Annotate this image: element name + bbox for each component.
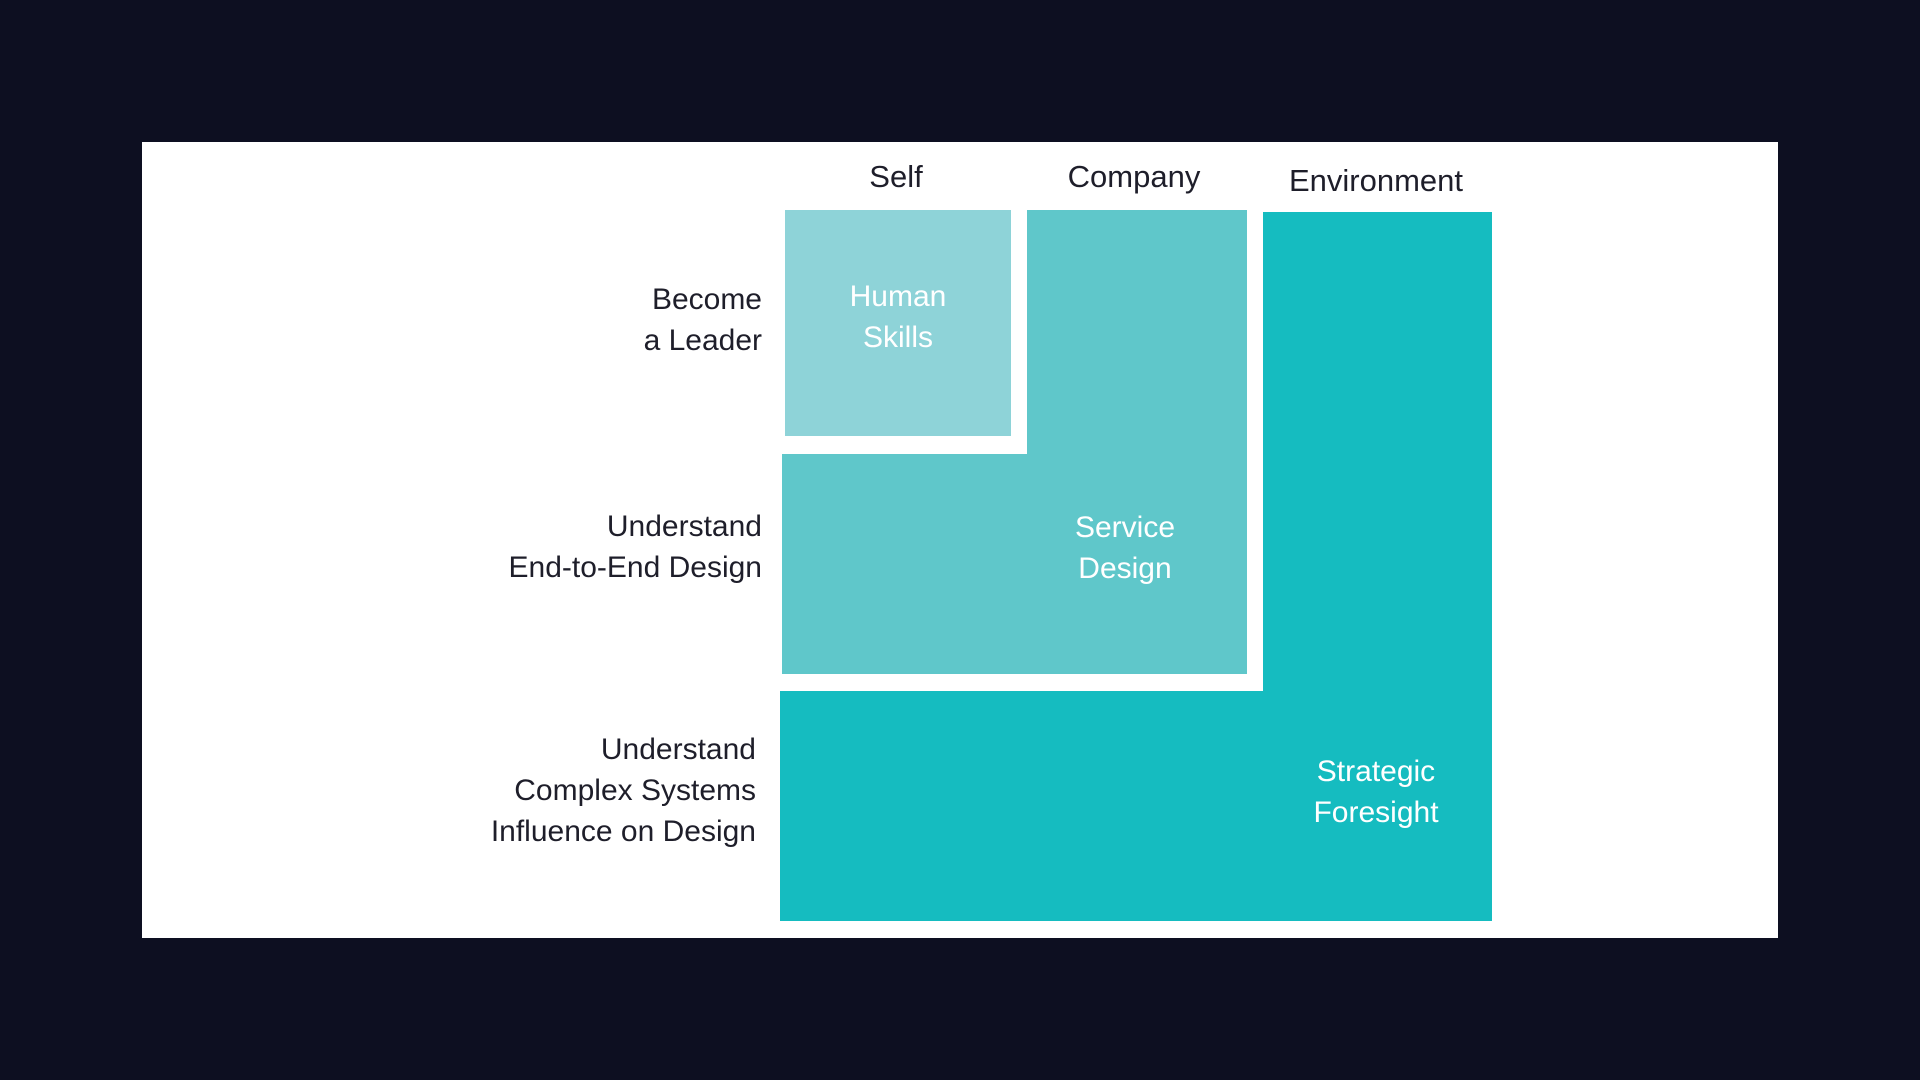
service-design-block: [782, 210, 1247, 674]
service-design-label: Service Design: [995, 507, 1255, 589]
box-label-line: Service: [1074, 511, 1176, 544]
row-label-line: Become: [651, 283, 762, 316]
column-header-self: Self: [869, 159, 923, 194]
diagram-shapes: [142, 142, 1778, 938]
box-label-line: Foresight: [1313, 796, 1439, 829]
box-label-line: Skills: [862, 321, 933, 354]
row-label-line: End-to-End Design: [508, 551, 762, 584]
diagram-panel: Self Company Environment Become a Leader…: [142, 142, 1778, 938]
strategic-foresight-label: Strategic Foresight: [1246, 751, 1506, 833]
column-header-company: Company: [1067, 159, 1201, 194]
row-label-line: Understand: [600, 733, 756, 766]
row-label-end-to-end: Understand End-to-End Design: [402, 506, 762, 588]
human-skills-block: [785, 210, 1011, 436]
box-label-line: Design: [1078, 552, 1172, 585]
box-label-line: Human: [849, 280, 947, 313]
row-label-line: Complex Systems: [514, 774, 756, 807]
row-label-line: a Leader: [643, 324, 762, 357]
strategic-foresight-block: [780, 212, 1492, 921]
row-label-complex-systems: Understand Complex Systems Influence on …: [396, 729, 756, 852]
row-label-line: Influence on Design: [490, 815, 756, 848]
human-skills-label: Human Skills: [768, 276, 1028, 358]
row-label-become-leader: Become a Leader: [402, 279, 762, 361]
column-header-environment: Environment: [1288, 163, 1464, 198]
row-label-line: Understand: [606, 510, 762, 543]
box-label-line: Strategic: [1316, 755, 1436, 788]
